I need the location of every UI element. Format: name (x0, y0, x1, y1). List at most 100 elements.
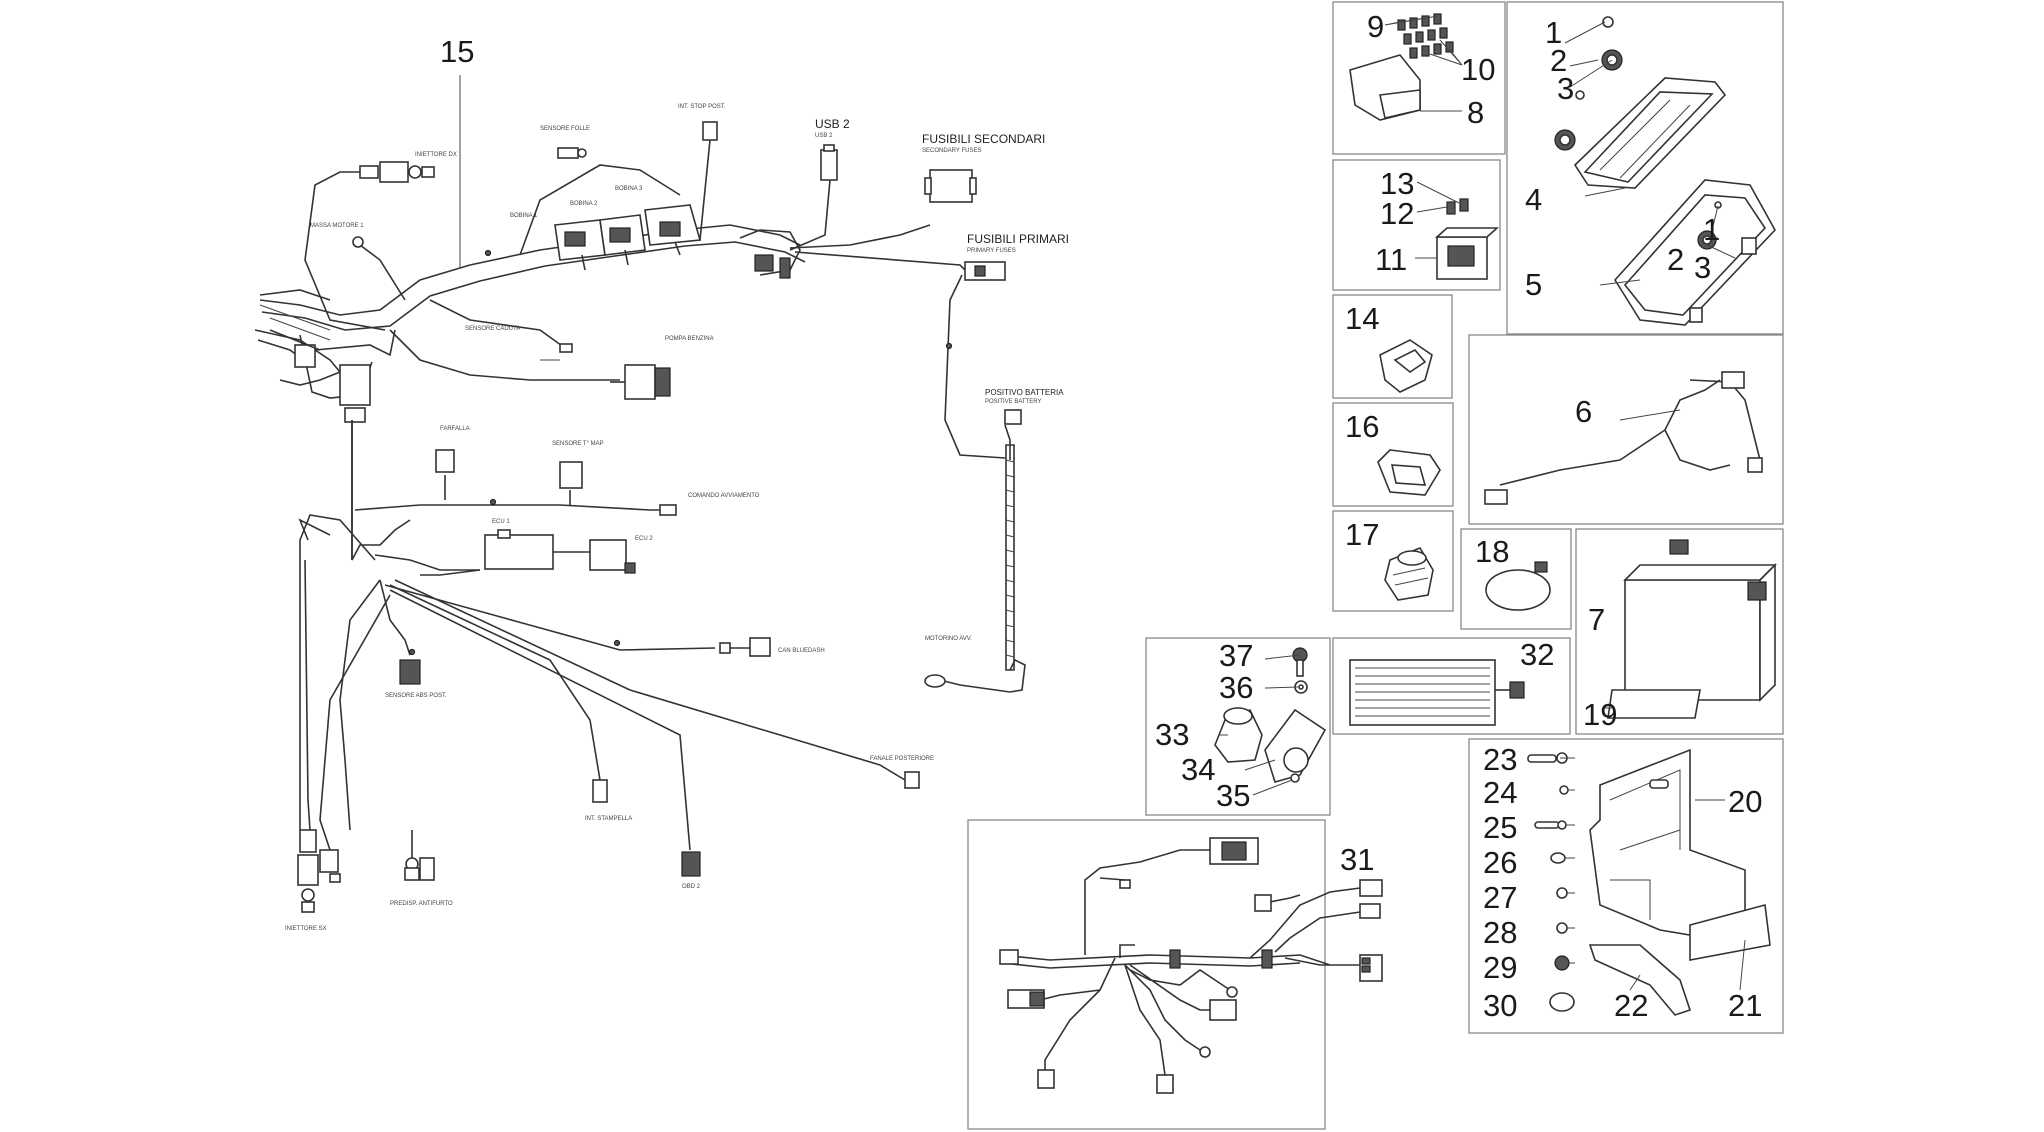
label-positivo-batteria-sub: POSITIVE BATTERY (985, 399, 1041, 405)
label-ecu1: ECU 1 (492, 519, 510, 525)
label-iniettore-dx: INIETTORE DX (415, 152, 457, 158)
main-wiring-harness (254, 121, 1026, 913)
callout-1a: 1 (1545, 15, 1562, 50)
sub-harness-31-part (999, 837, 1383, 1094)
label-predisp-antifurto: PREDISP. ANTIFURTO (390, 901, 453, 907)
label-positivo-batteria: POSITIVO BATTERIA (985, 388, 1064, 397)
callout-7: 7 (1588, 602, 1605, 637)
callout-25: 25 (1483, 810, 1517, 845)
panel-battery-tray-cover (1506, 1, 1784, 335)
callout-12: 12 (1380, 196, 1414, 231)
callout-11: 11 (1375, 242, 1407, 277)
callout-14: 14 (1345, 301, 1379, 336)
cable-6-part (1484, 371, 1763, 505)
label-ecu2: ECU 2 (635, 536, 653, 542)
callout-20: 20 (1728, 784, 1762, 819)
callout-31: 31 (1340, 842, 1374, 877)
callout-23: 23 (1483, 742, 1517, 777)
label-motorino-avv: MOTORINO AVV. (925, 636, 972, 642)
callout-21: 21 (1728, 988, 1762, 1023)
label-fusibili-primari-sub: PRIMARY FUSES (967, 248, 1016, 254)
pcb-32-part (1349, 659, 1525, 726)
label-fusibili-secondari: FUSIBILI SECONDARI (922, 132, 1045, 146)
label-bobina3: BOBINA 3 (615, 186, 643, 192)
callout-13: 13 (1380, 166, 1414, 201)
label-pompa-benzina: POMPA BENZINA (665, 336, 714, 342)
label-obd: OBD 2 (682, 884, 701, 890)
harness-labels: USB 2 USB 2 FUSIBILI SECONDARI SECONDARY… (285, 104, 1069, 932)
callout-29: 29 (1483, 950, 1517, 985)
callout-16: 16 (1345, 409, 1379, 444)
panel-clamp-18 (1460, 528, 1572, 630)
callout-10: 10 (1461, 52, 1495, 87)
callout-17: 17 (1345, 517, 1379, 552)
panel-sub-harness-31 (967, 819, 1326, 1130)
panel-battery-bracket (1468, 738, 1784, 1034)
callout-36: 36 (1219, 670, 1253, 705)
label-bobina2: BOBINA 2 (570, 201, 598, 207)
clamp-18-part (1485, 561, 1551, 611)
callout-2a: 2 (1550, 43, 1567, 78)
callout-26: 26 (1483, 845, 1517, 880)
callout-35: 35 (1216, 778, 1250, 813)
label-fanale-posteriore: FANALE POSTERIORE (870, 756, 934, 762)
battery-7-part (1605, 539, 1777, 719)
label-iniettore-sx: INIETTORE SX (285, 926, 327, 932)
connector-33-parts (1214, 647, 1327, 796)
callout-9: 9 (1367, 9, 1384, 44)
callout-3b: 3 (1694, 250, 1711, 285)
label-can-bluedash: CAN BLUEDASH (778, 648, 825, 654)
label-int-stop-post: INT. STOP POST. (678, 104, 726, 110)
callout-37: 37 (1219, 638, 1253, 673)
grommet-17-part (1384, 547, 1434, 601)
panel-fuse-box (1332, 1, 1506, 155)
label-int-stampella: INT. STAMPELLA (585, 816, 632, 822)
relay-parts (1415, 181, 1500, 280)
panel-boxes (967, 1, 1784, 1130)
fuse-box-parts (1349, 13, 1463, 121)
holder-16-part (1377, 449, 1441, 496)
panel-holder-16 (1332, 402, 1454, 507)
callout-30: 30 (1483, 988, 1517, 1023)
battery-tray-parts (1554, 16, 1776, 326)
label-sensore-abs-post: SENSORE ABS POST. (385, 693, 447, 699)
panel-cable-6 (1468, 334, 1784, 525)
panel-grommet-17 (1332, 510, 1454, 612)
panel-relay (1332, 159, 1501, 291)
label-farfalla: FARFALLA (440, 426, 470, 432)
panel-pcb-32 (1332, 637, 1571, 735)
callout-18: 18 (1475, 534, 1509, 569)
label-usb: USB 2 (815, 117, 850, 131)
callout-3a: 3 (1557, 71, 1574, 106)
label-fusibili-primari: FUSIBILI PRIMARI (967, 232, 1069, 246)
battery-bracket-parts (1527, 748, 1771, 1016)
callout-33: 33 (1155, 717, 1189, 752)
harness-junction-block (339, 364, 371, 406)
callout-1b: 1 (1703, 212, 1720, 247)
panel-connector-33 (1145, 637, 1331, 816)
callout-19: 19 (1583, 697, 1617, 732)
callout-15: 15 (440, 34, 474, 69)
panel-clip-14 (1332, 294, 1453, 399)
label-usb-sub: USB 2 (815, 133, 833, 139)
callout-28: 28 (1483, 915, 1517, 950)
label-fusibili-secondari-sub: SECONDARY FUSES (922, 148, 981, 154)
callout-24: 24 (1483, 775, 1517, 810)
callout-8: 8 (1467, 95, 1484, 130)
label-sensore-map: SENSORE T° MAP (552, 441, 604, 447)
label-sensore-caduta: SENSORE CADUTA (465, 326, 520, 332)
panel-battery (1575, 528, 1784, 735)
callout-5: 5 (1525, 267, 1542, 302)
callout-27: 27 (1483, 880, 1517, 915)
callout-32: 32 (1520, 637, 1554, 672)
clip-14-part (1379, 339, 1433, 393)
label-bobina1: BOBINA 1 (510, 213, 538, 219)
callout-6: 6 (1575, 394, 1592, 429)
label-sensore-folle: SENSORE FOLLE (540, 126, 590, 132)
callout-2b: 2 (1667, 242, 1684, 277)
callout-34: 34 (1181, 752, 1215, 787)
label-massa-motore: MASSA MOTORE 1 (310, 223, 364, 229)
callout-4: 4 (1525, 182, 1542, 217)
